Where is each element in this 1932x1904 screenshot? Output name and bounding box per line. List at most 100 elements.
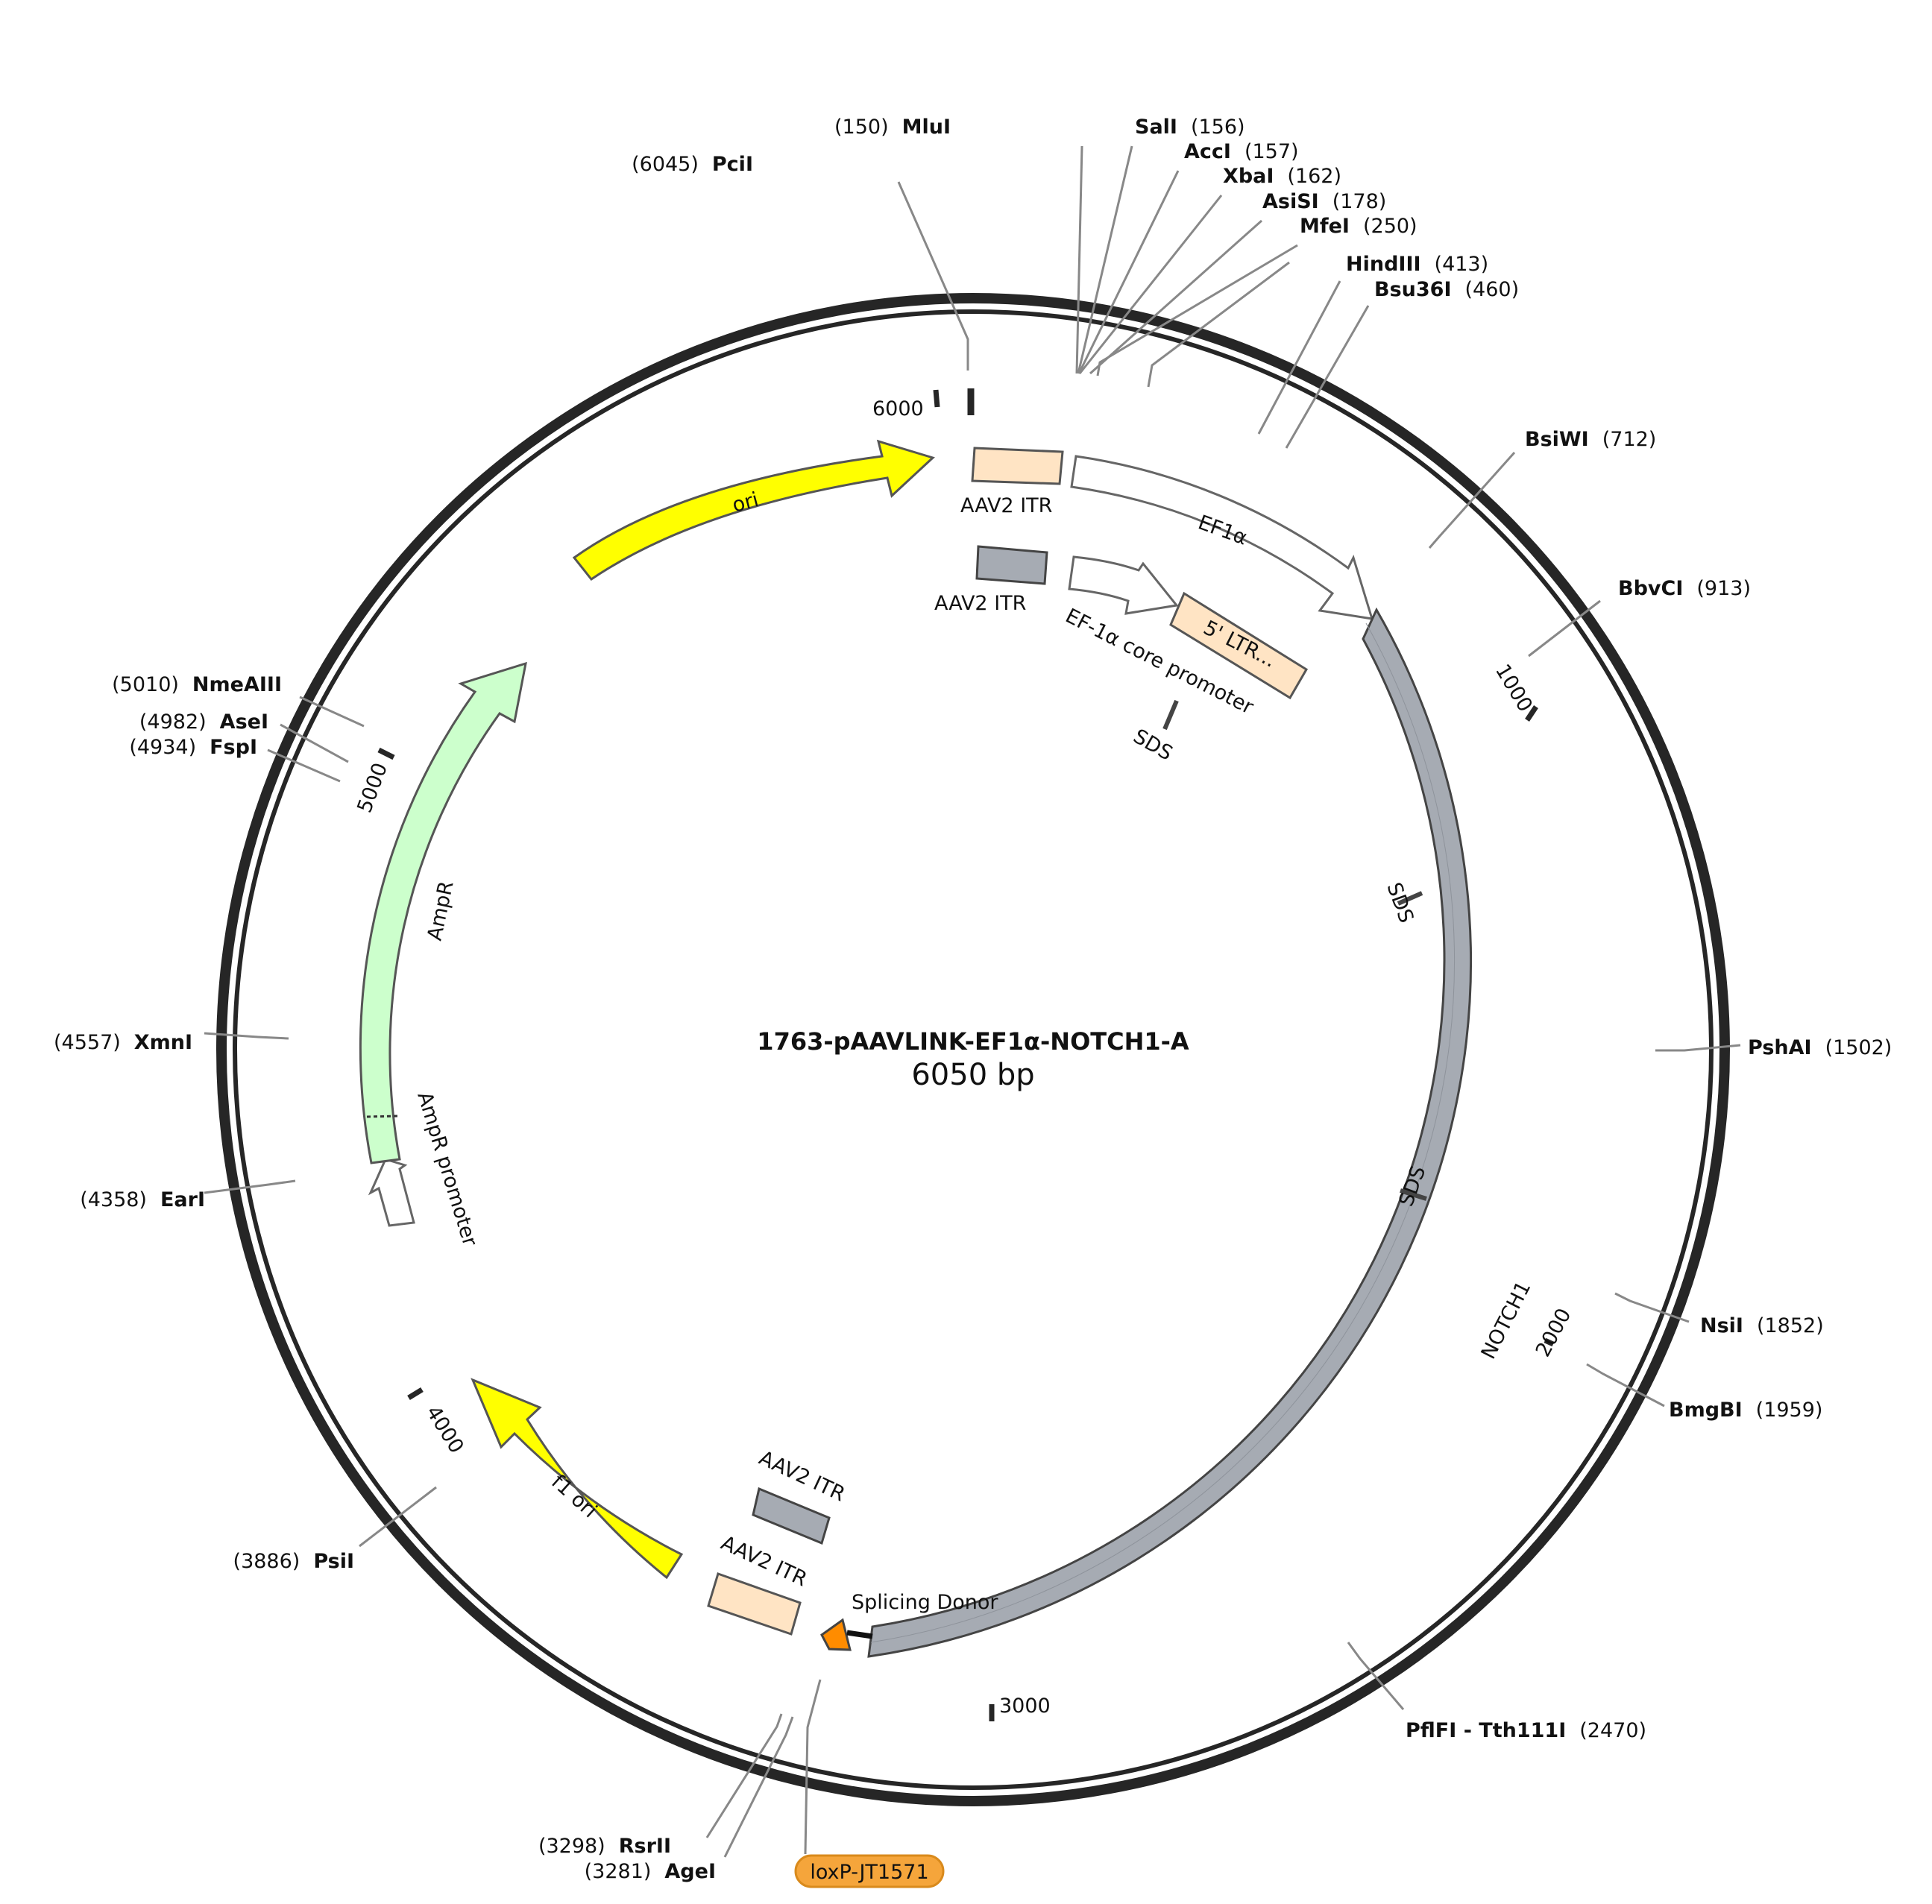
sds-label-1: SDS <box>1130 725 1177 765</box>
tick-label-2000: 2000 <box>1532 1305 1576 1361</box>
site-sali[interactable]: SalI(156) <box>1135 116 1245 139</box>
feature-ampr[interactable] <box>359 661 527 1164</box>
site-position: (6045) <box>632 153 699 176</box>
feature-label-aav2-itr-2: AAV2 ITR <box>934 592 1026 615</box>
plasmid-name: 1763-pAAVLINK-EF1α-NOTCH1-A <box>757 1027 1189 1056</box>
site-position: (413) <box>1435 253 1489 276</box>
site-position: (250) <box>1363 215 1417 238</box>
site-position: (1852) <box>1757 1314 1824 1337</box>
feature-label-splicing-donor: Splicing Donor <box>852 1591 998 1614</box>
feature-aav2-itr-2[interactable] <box>975 545 1048 585</box>
site-pcii[interactable]: (6045)PciI <box>632 153 753 176</box>
site-position: (2470) <box>1579 1719 1646 1742</box>
site-name: BsiWI <box>1525 428 1589 451</box>
site-position: (1502) <box>1825 1036 1892 1059</box>
tick-label-1000: 1000 <box>1491 661 1537 716</box>
feature-ampr-promoter[interactable] <box>368 1158 415 1227</box>
tick-label-3000: 3000 <box>999 1695 1051 1718</box>
feature-label-aav2-itr-1: AAV2 ITR <box>960 494 1052 517</box>
site-name: PflFI - Tth111I <box>1406 1719 1566 1742</box>
site-acci[interactable]: AccI (157) <box>1184 140 1299 163</box>
tick-6000 <box>933 389 940 408</box>
tick-label-5000: 5000 <box>353 760 392 816</box>
site-name: BbvCI <box>1618 577 1683 600</box>
tick-marks <box>377 388 1555 1721</box>
site-position: (5010) <box>112 673 179 696</box>
site-mfei[interactable]: MfeI (250) <box>1300 215 1417 238</box>
site-eari[interactable]: (4358) EarI <box>80 1188 205 1211</box>
site-mlui[interactable]: (150)MluI <box>834 116 951 139</box>
site-nsii[interactable]: NsiI (1852) <box>1700 1314 1824 1337</box>
site-name: NmeAIII <box>192 673 282 696</box>
site-position: (712) <box>1602 428 1657 451</box>
site-name: NsiI <box>1700 1314 1743 1337</box>
site-name: EarI <box>160 1188 205 1211</box>
feature-ori[interactable] <box>572 439 935 581</box>
site-pshai[interactable]: PshAI (1502) <box>1748 1036 1892 1059</box>
site-position: (3281) <box>585 1860 652 1883</box>
site-name: HindIII <box>1346 253 1421 276</box>
site-agei[interactable]: (3281) AgeI <box>585 1860 716 1883</box>
site-xbai[interactable]: XbaI (162) <box>1223 165 1341 188</box>
site-position: (460) <box>1465 278 1520 301</box>
backbone <box>216 293 1730 1806</box>
site-position: (157) <box>1245 140 1299 163</box>
site-labels: (6045)PciI (150)MluI SalI(156)AccI (157)Xba… <box>54 116 1892 1883</box>
feature-splicing-donor[interactable] <box>820 1618 852 1651</box>
site-name: AgeI <box>664 1860 716 1883</box>
site-position: (162) <box>1287 165 1341 188</box>
feature-label-notch1: NOTCH1 <box>1477 1278 1536 1363</box>
site-nmeaiii[interactable]: (5010) NmeAIII <box>112 673 282 696</box>
site-bsiwi[interactable]: BsiWI (712) <box>1525 428 1656 451</box>
site-bmgbi[interactable]: BmgBI (1959) <box>1669 1399 1822 1422</box>
feature-f1ori[interactable] <box>471 1378 684 1580</box>
site-position: (4934) <box>129 736 196 759</box>
site-psii[interactable]: (3886)PsiI <box>233 1550 354 1573</box>
site-xmni[interactable]: (4557) XmnI <box>54 1031 192 1054</box>
site-rsrii[interactable]: (3298)RsrII <box>538 1835 671 1858</box>
site-name: PshAI <box>1748 1036 1812 1059</box>
feature-ef1a-core[interactable] <box>1068 555 1179 615</box>
site-position: (156) <box>1191 116 1245 139</box>
feature-aav2-itr-4[interactable] <box>707 1572 802 1636</box>
site-position: (913) <box>1696 577 1751 600</box>
site-position: (178) <box>1332 190 1387 213</box>
feature-label-f1ori: f1 ori <box>547 1470 601 1522</box>
site-asisi[interactable]: AsiSI (178) <box>1262 190 1386 213</box>
feature-label-ampr-promoter: AmpR promoter <box>412 1089 482 1249</box>
tick-label-4000: 4000 <box>421 1402 468 1457</box>
site-name: MfeI <box>1300 215 1350 238</box>
feature-label-ampr: AmpR <box>424 879 459 942</box>
site-name: AccI <box>1184 140 1231 163</box>
tick-1000 <box>1525 705 1538 722</box>
site-name: FspI <box>210 736 257 759</box>
site-fspi[interactable]: (4934) FspI <box>129 736 257 759</box>
feature-ltr[interactable] <box>1169 591 1309 700</box>
loxp-badge[interactable]: loxP-JT1571 <box>794 1854 945 1888</box>
site-position: (4557) <box>54 1031 121 1054</box>
feature-aav2-itr-1[interactable] <box>971 447 1064 485</box>
site-position: (4982) <box>139 710 207 734</box>
site-name: PsiI <box>313 1550 354 1573</box>
site-name: AsiSI <box>1262 190 1319 213</box>
site-position: (4358) <box>80 1188 147 1211</box>
feature-notch1[interactable] <box>867 607 1473 1658</box>
site-name: XbaI <box>1223 165 1274 188</box>
feature-aav2-itr-3[interactable] <box>752 1487 831 1545</box>
tick-4000 <box>407 1387 424 1400</box>
site-hindiii[interactable]: HindIII (413) <box>1346 253 1488 276</box>
site-position: (1959) <box>1756 1399 1823 1422</box>
site-name: BmgBI <box>1669 1399 1743 1422</box>
feature-ef1a[interactable] <box>1070 455 1374 620</box>
site-leaders <box>204 145 1741 1858</box>
site-position: (150) <box>834 116 889 139</box>
loxp-label: loxP-JT1571 <box>810 1861 928 1884</box>
site-pflfi-tth111i[interactable]: PflFI - Tth111I (2470) <box>1406 1719 1646 1742</box>
site-bbvci[interactable]: BbvCI (913) <box>1618 577 1751 600</box>
site-name: XmnI <box>134 1031 192 1054</box>
site-bsu36i[interactable]: Bsu36I(460) <box>1374 278 1519 301</box>
site-asei[interactable]: (4982)AseI <box>139 710 268 734</box>
tick-label-6000: 6000 <box>872 397 924 420</box>
sds-label-2: SDS <box>1382 880 1417 926</box>
